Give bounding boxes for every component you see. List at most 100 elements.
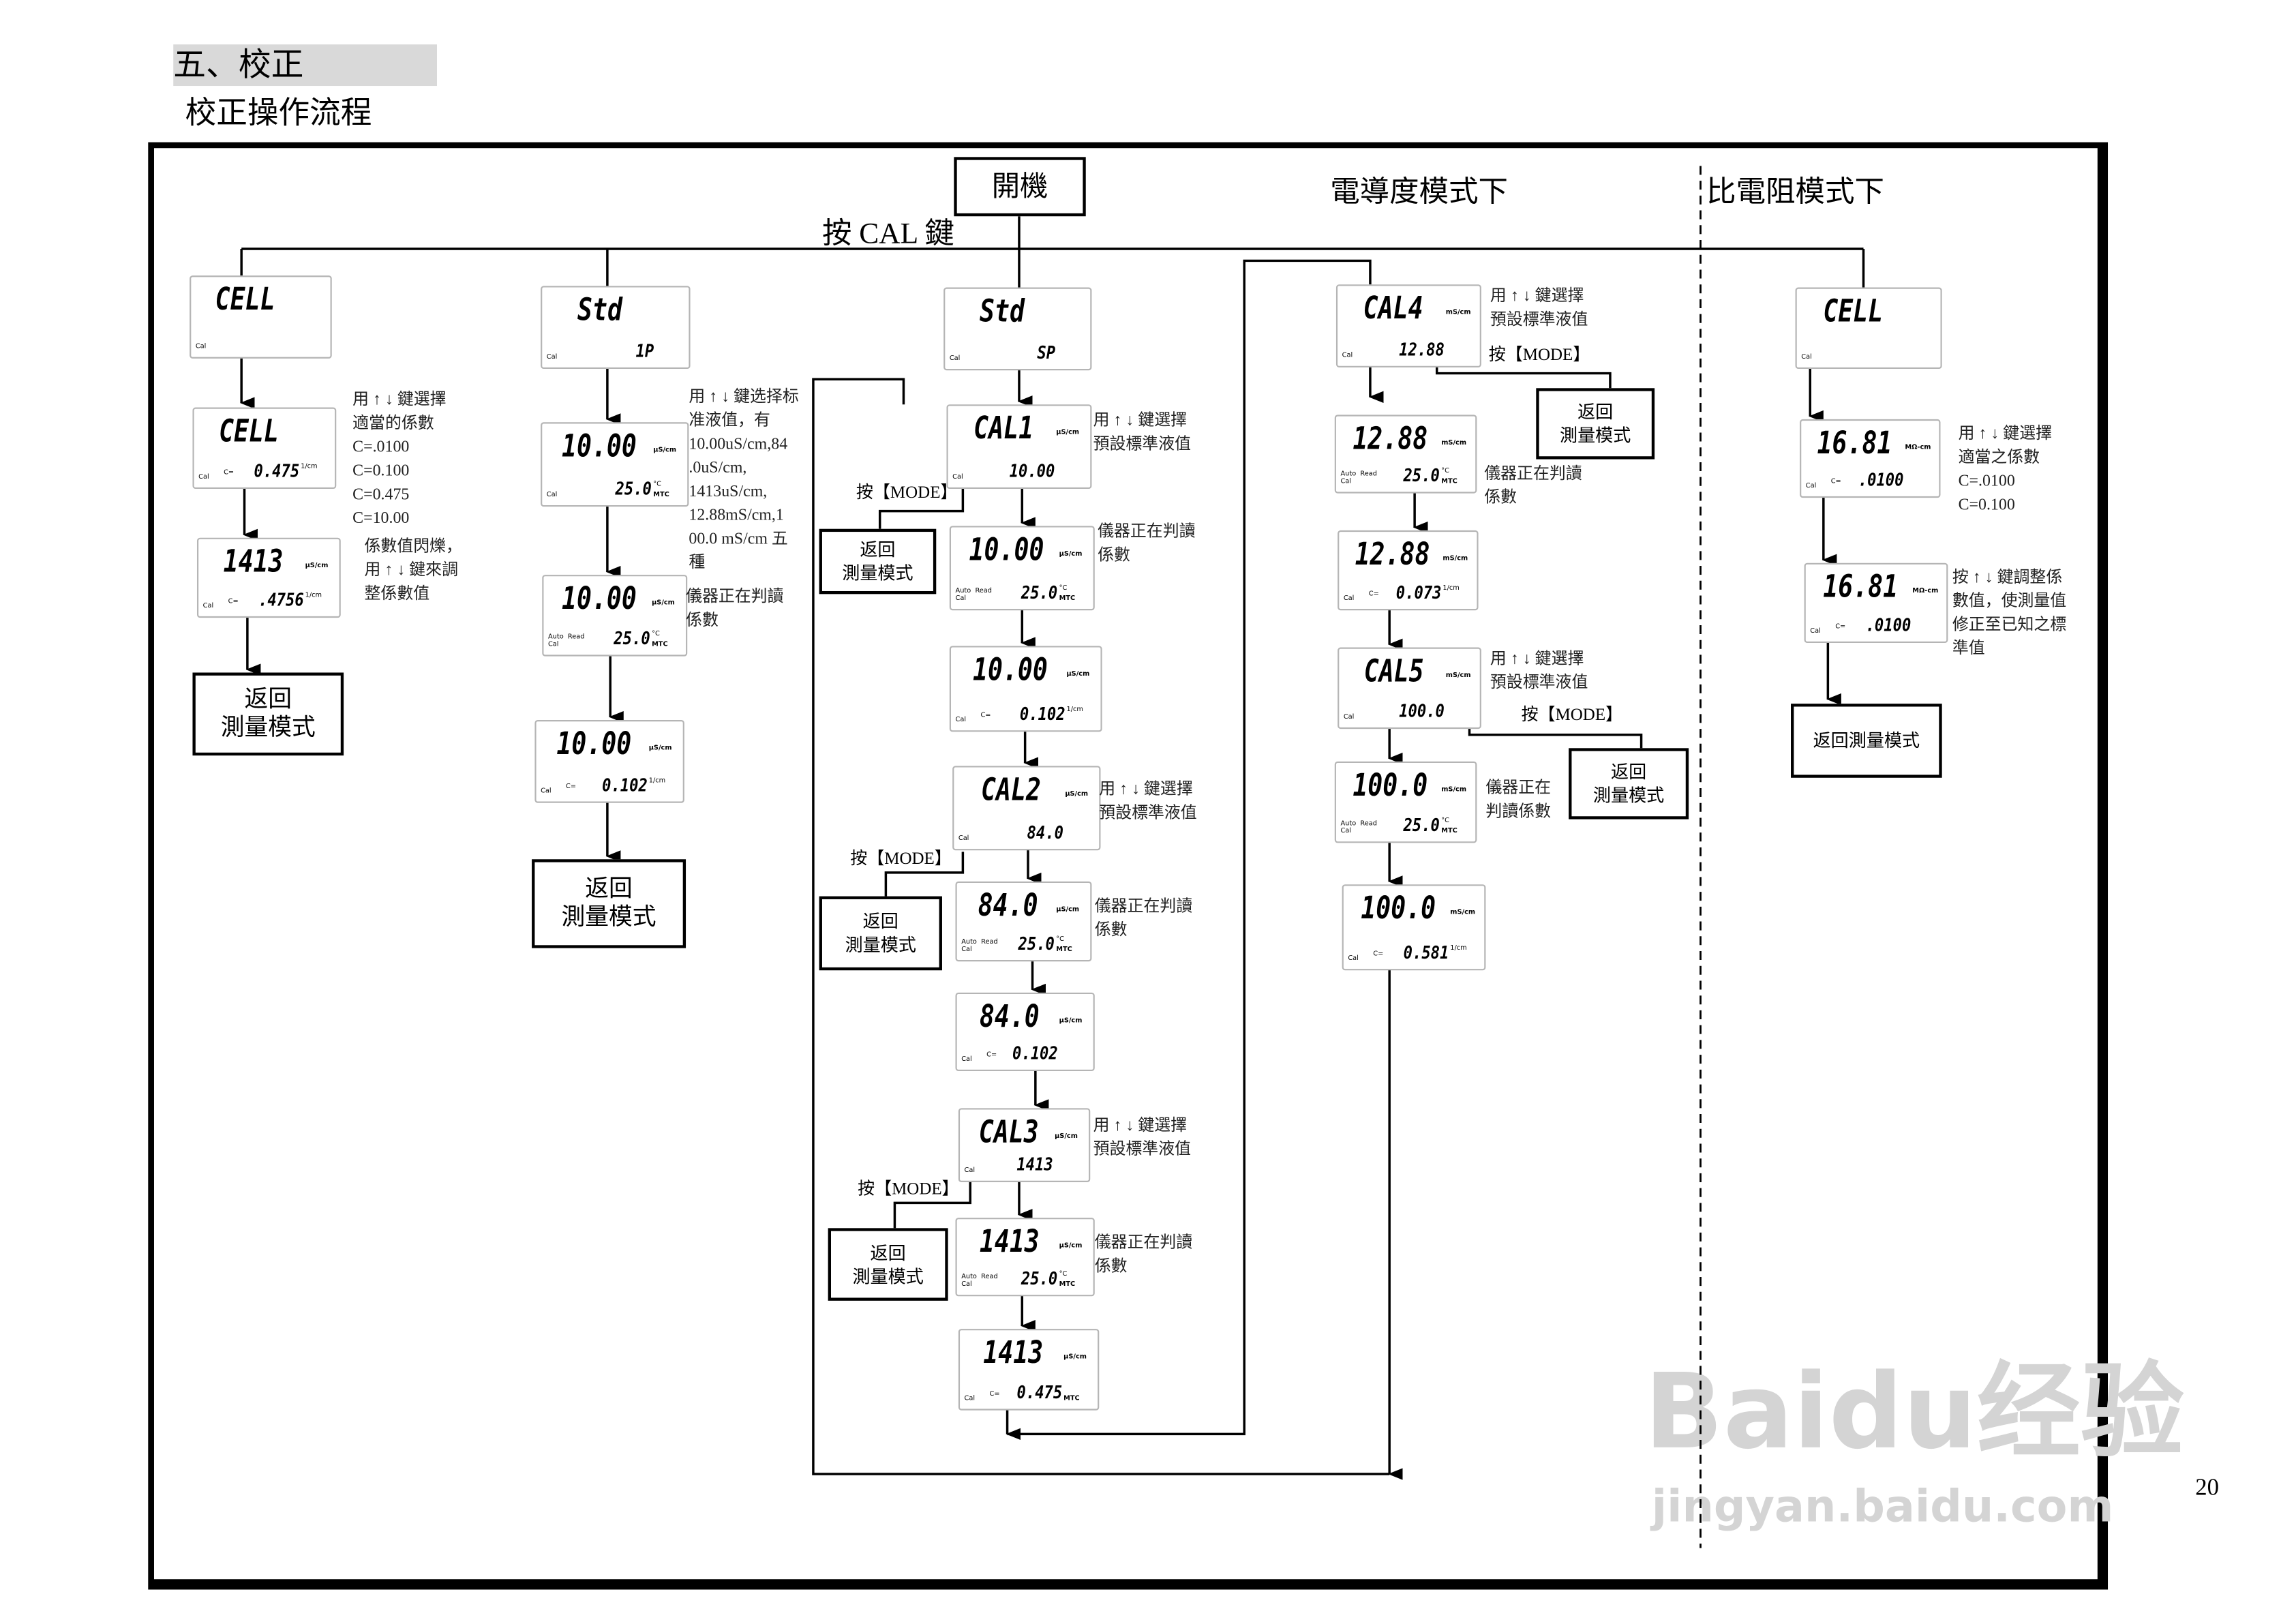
lcd-mtc-indicator: MTC bbox=[1059, 595, 1076, 603]
section-title: 五、校正 bbox=[173, 44, 438, 87]
lcd-main-reading: CELL bbox=[1823, 293, 1884, 329]
loop-back-line bbox=[812, 378, 1390, 1475]
measure-mode-label: 測量模式 bbox=[1592, 785, 1665, 807]
press-mode-label: 按【MODE】 bbox=[1521, 706, 1623, 725]
mode-connector bbox=[1468, 725, 1643, 749]
lcd-secondary-reading: 0.073 bbox=[1395, 582, 1442, 603]
lcd-unit: µS/cm bbox=[1056, 430, 1080, 438]
lcd-main-reading: 10.00 bbox=[556, 725, 632, 762]
measure-mode-label: 測量模式 bbox=[845, 935, 916, 956]
lcd-secondary-reading: .0100 bbox=[1865, 614, 1912, 636]
lcd-cell-constant-prefix: C= bbox=[566, 783, 577, 792]
measure-mode-label: 測量模式 bbox=[842, 562, 913, 584]
lcd-mode-indicator: Auto Read Cal bbox=[955, 588, 993, 603]
page-subtitle: 校正操作流程 bbox=[185, 95, 372, 131]
lcd-unit: mS/cm bbox=[1441, 440, 1467, 448]
lcd-mode-indicator: Cal bbox=[198, 474, 209, 482]
instruction-note: 用 ↑ ↓ 鍵選擇 預設標準液值 bbox=[1093, 1117, 1192, 1159]
lcd-cell-constant-prefix: C= bbox=[1368, 590, 1379, 599]
lcd-main-reading: CELL bbox=[219, 413, 279, 449]
instruction-note: 儀器正在判讀 係數 bbox=[686, 588, 784, 630]
lcd-unit: µS/cm bbox=[305, 562, 329, 571]
lcd-main-reading: 12.88 bbox=[1355, 536, 1430, 572]
lcd-secondary-unit: °C bbox=[1059, 1271, 1068, 1279]
lcd-secondary-unit: °C bbox=[1056, 936, 1065, 944]
lcd-mode-indicator: Cal bbox=[1343, 595, 1355, 603]
lcd-mtc-indicator: MTC bbox=[1441, 828, 1457, 836]
lcd-secondary-reading: 0.475 bbox=[254, 460, 299, 482]
baidu-watermark-url: jingyan.baidu.com bbox=[1652, 1484, 2114, 1532]
lcd-mode-indicator: Cal bbox=[964, 1167, 976, 1175]
lcd-secondary-reading: 25.0 bbox=[1021, 582, 1058, 603]
lcd-mode-indicator: Cal bbox=[952, 474, 963, 482]
press-cal-label: 按 CAL 鍵 bbox=[821, 217, 954, 251]
lcd-secondary-reading: .4756 bbox=[258, 589, 304, 611]
lcd-cell-constant-prefix: C= bbox=[228, 598, 239, 606]
lcd-mtc-indicator: MTC bbox=[1441, 478, 1457, 486]
lcd-secondary-reading: 25.0 bbox=[1018, 933, 1055, 954]
lcd-display: CELL Cal bbox=[1795, 287, 1942, 370]
lcd-unit: µS/cm bbox=[1059, 1243, 1083, 1250]
lcd-mode-indicator: Cal bbox=[955, 717, 967, 725]
lcd-secondary-reading: 0.581 bbox=[1403, 942, 1449, 963]
mode-connector bbox=[878, 489, 965, 529]
lcd-unit: µS/cm bbox=[652, 600, 675, 607]
instruction-note: 用 ↑ ↓ 鍵選擇 預設標準液值 bbox=[1099, 781, 1197, 822]
return-label: 返回 bbox=[1610, 761, 1647, 783]
lcd-mode-indicator: Cal bbox=[541, 787, 552, 796]
lcd-mode-indicator: Auto Read Cal bbox=[961, 939, 998, 954]
power-on-box: 開機 bbox=[954, 157, 1086, 217]
instruction-note: 用 ↑ ↓ 鍵選擇 預設標準液值 bbox=[1093, 412, 1192, 453]
lcd-secondary-unit: 1/cm bbox=[1450, 945, 1467, 953]
lcd-cell-constant-prefix: C= bbox=[1835, 623, 1846, 631]
press-mode-label: 按【MODE】 bbox=[858, 1180, 959, 1199]
lcd-unit: µS/cm bbox=[1063, 1354, 1087, 1362]
lcd-secondary-reading: 10.00 bbox=[1009, 460, 1055, 482]
lcd-mtc-indicator: MTC bbox=[652, 641, 668, 649]
lcd-unit: MΩ-cm bbox=[1912, 588, 1939, 596]
lcd-secondary-reading: 25.0 bbox=[615, 478, 652, 500]
lcd-secondary-unit: 1/cm bbox=[1442, 585, 1460, 593]
lcd-cell-constant-prefix: C= bbox=[986, 1051, 997, 1059]
lcd-unit: mS/cm bbox=[1441, 786, 1467, 794]
return-label: 返回 bbox=[1577, 401, 1614, 423]
instruction-note: 係數值閃爍， 用 ↑ ↓ 鍵來調 整係數值 bbox=[364, 537, 462, 603]
lcd-mode-indicator: Cal bbox=[1343, 714, 1355, 722]
measure-mode-label: 測量模式 bbox=[852, 1265, 924, 1287]
lcd-mode-indicator: Cal bbox=[1801, 354, 1812, 362]
lcd-secondary-unit: °C bbox=[652, 631, 660, 639]
lcd-main-reading: CELL bbox=[215, 281, 275, 318]
return-measure-mode-box: 返回測量模式 bbox=[819, 528, 937, 595]
lcd-unit: µS/cm bbox=[1065, 791, 1089, 799]
lcd-secondary-unit: °C bbox=[1441, 468, 1449, 476]
lcd-mode-indicator: Cal bbox=[195, 344, 207, 351]
lcd-secondary-unit: 1/cm bbox=[1066, 706, 1083, 715]
instruction-note: 用 ↑ ↓ 鍵選擇 預設標準液值 bbox=[1490, 287, 1588, 329]
press-mode-label: 按【MODE】 bbox=[850, 850, 952, 869]
lcd-main-reading: 1413 bbox=[983, 1334, 1044, 1370]
continue-line bbox=[1007, 259, 1372, 1436]
instruction-note: 用 ↑ ↓ 鍵選擇 適當的係數 C=.0100 C=0.100 C=0.475 … bbox=[352, 391, 447, 528]
lcd-mode-indicator: Auto Read Cal bbox=[961, 1274, 998, 1289]
lcd-main-reading: 10.00 bbox=[561, 427, 637, 464]
lcd-secondary-reading: 0.102 bbox=[601, 775, 648, 796]
lcd-secondary-reading: 100.0 bbox=[1398, 700, 1445, 722]
watermark-logo-text: Baidu经验 bbox=[1644, 1351, 2185, 1473]
lcd-secondary-reading: 25.0 bbox=[1403, 815, 1440, 836]
lcd-mode-indicator: Cal bbox=[546, 354, 558, 362]
conductivity-mode-heading: 電導度模式下 bbox=[1330, 176, 1509, 209]
lcd-secondary-reading: 84.0 bbox=[1027, 822, 1064, 843]
lcd-mode-indicator: Auto Read Cal bbox=[547, 634, 585, 649]
lcd-secondary-unit: °C bbox=[1059, 585, 1068, 593]
lcd-secondary-reading: .0100 bbox=[1858, 469, 1904, 491]
lcd-mode-indicator: Cal bbox=[1805, 483, 1817, 491]
